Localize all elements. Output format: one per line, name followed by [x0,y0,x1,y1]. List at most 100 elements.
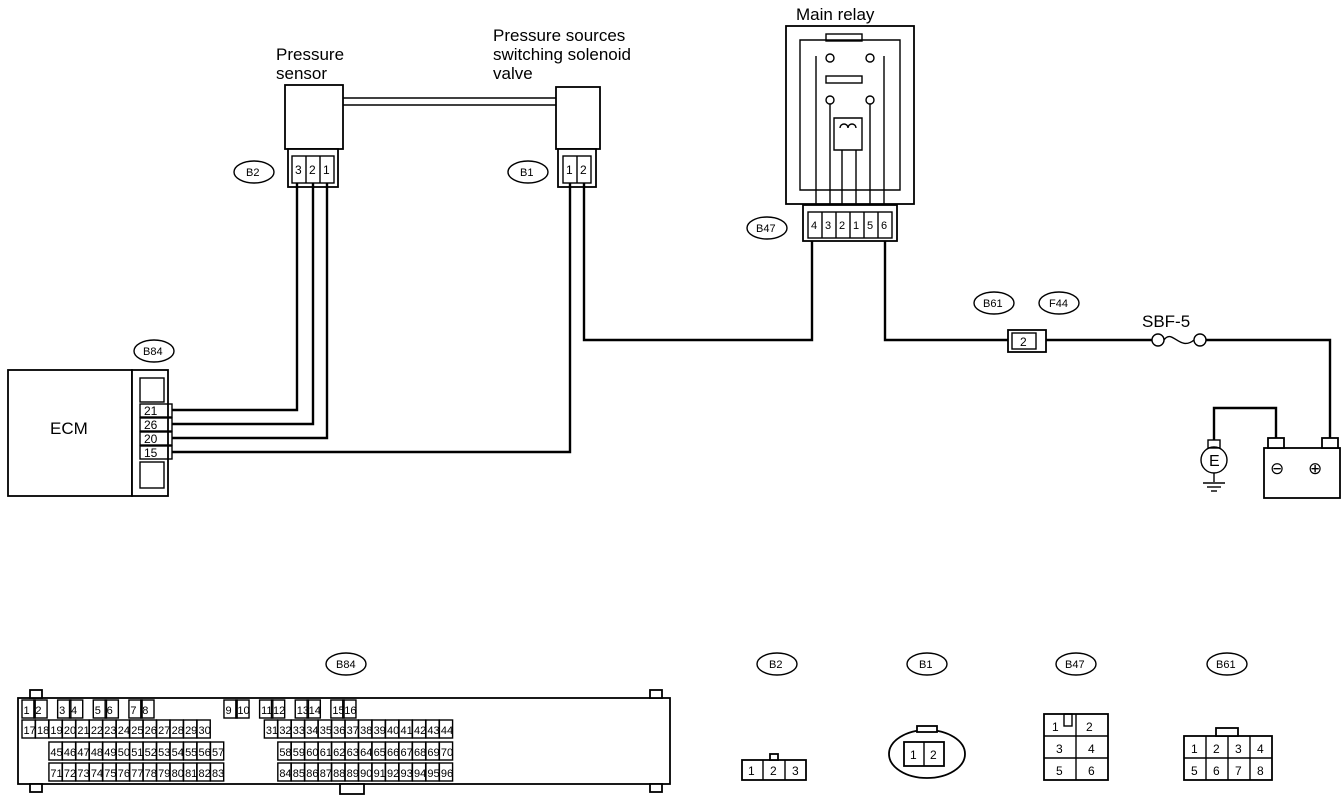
b1-face-label: B1 [919,659,932,671]
b84-pin-46: 46 [64,747,76,759]
b84-cell [438,741,454,761]
b2-pin-2: 2 [309,163,316,177]
b84-pin-41: 41 [400,725,412,737]
wiring [172,183,1332,454]
b84-pin-81: 81 [185,768,197,780]
b84-pin-25: 25 [131,725,143,737]
b84-pin-72: 72 [64,768,76,780]
b61-face-pin-7: 7 [1235,764,1242,778]
battery: ⊖ ⊕ [1212,406,1341,499]
b84-pin-21: 21 [77,725,89,737]
connector-id-b61-top: B61 [973,291,1015,315]
b84-cell [258,699,274,719]
b84-pin-90: 90 [360,768,372,780]
b1-pin-1: 1 [566,163,573,177]
b47-face-pin-6: 6 [1088,764,1095,778]
b84-pin-57: 57 [212,747,224,759]
b84-pin-15: 15 [332,705,344,717]
b84-pin-44: 44 [441,725,453,737]
b84-cell [33,699,48,719]
b47-pin-1: 1 [853,220,859,232]
b84-cell [196,719,211,739]
b84-pin-83: 83 [212,768,224,780]
b84-pin-42: 42 [414,725,426,737]
solenoid-label-line1: Pressure sources [493,26,625,45]
b2-face-pin-2: 2 [770,764,777,778]
b84-pin-64: 64 [360,747,372,759]
b84-pin-52: 52 [145,747,157,759]
b84-pin-4: 4 [71,705,77,717]
b84-pin-3: 3 [59,705,65,717]
b61-face-label: B61 [1216,659,1236,671]
b84-pin-47: 47 [77,747,89,759]
b84-cell [104,699,120,719]
b84-pin-88: 88 [333,768,345,780]
b84-pin-38: 38 [360,725,372,737]
b84-pin-8: 8 [142,705,148,717]
b84-pin-55: 55 [185,747,197,759]
b84-pin-53: 53 [158,747,170,759]
b47-face-pin-4: 4 [1088,742,1095,756]
b84-pin-87: 87 [320,768,332,780]
b84-pin-20: 20 [64,725,76,737]
b84-pin-31: 31 [266,725,278,737]
b61-connector-face: B61 1 2 3 4 5 6 7 8 [1183,652,1273,781]
b84-pin-2: 2 [35,705,41,717]
b84-pin-11: 11 [261,705,272,717]
b84-pin-6: 6 [107,705,113,717]
battery-plus-symbol: ⊕ [1308,459,1322,478]
b84-cell [330,699,345,719]
b84-pin-27: 27 [158,725,170,737]
b84-pin-86: 86 [306,768,318,780]
b84-pin-65: 65 [374,747,386,759]
b84-cell [21,699,36,719]
solenoid-label-line3: valve [493,64,533,83]
svg-text:B1: B1 [520,167,533,179]
b61-face-pin-2: 2 [1213,742,1220,756]
b84-pin-45: 45 [50,747,62,759]
b84-pin-34: 34 [306,725,318,737]
b47-face-pin-3: 3 [1056,742,1063,756]
b84-pin-22: 22 [91,725,103,737]
b84-pin-68: 68 [414,747,426,759]
b84-pin-78: 78 [145,768,157,780]
b84-pin-85: 85 [293,768,305,780]
b84-pin-58: 58 [279,747,291,759]
solenoid-valve: Pressure sources switching solenoid valv… [493,26,631,188]
ecm-unit: ECM [7,369,169,497]
b47-pin-6: 6 [881,220,887,232]
b84-cell [56,699,72,719]
b61-f44-pin-2: 2 [1020,335,1027,349]
svg-text:B2: B2 [246,167,259,179]
b84-pin-94: 94 [414,768,426,780]
b84-pin-40: 40 [387,725,399,737]
b84-pin-56: 56 [199,747,211,759]
b84-pin-75: 75 [104,768,116,780]
ground-e: E [1200,439,1228,492]
battery-minus-symbol: ⊖ [1270,459,1284,478]
b84-pin-61: 61 [320,747,332,759]
b84-pin-80: 80 [172,768,184,780]
b84-pin-71: 71 [50,768,62,780]
connector-id-b47-top: B47 [746,216,788,240]
b84-pin-16: 16 [344,705,356,717]
b84-pin-89: 89 [347,768,359,780]
main-relay: Main relay 4 3 2 1 5 6 [785,5,915,242]
ecm-pin-15: 15 [144,446,158,460]
b84-cell [438,762,454,782]
b84-pin-76: 76 [118,768,130,780]
connector-id-b1-top: B1 [507,160,549,184]
b84-pin-35: 35 [320,725,332,737]
b84-pin-77: 77 [131,768,143,780]
b84-pin-33: 33 [293,725,305,737]
pressure-sensor-label-line2: sensor [276,64,327,83]
ecm-pin-21: 21 [144,404,158,418]
b84-pin-93: 93 [400,768,412,780]
b2-pin-3: 3 [295,163,302,177]
b84-pin-54: 54 [172,747,184,759]
b2-pin-1: 1 [323,163,330,177]
b47-pin-2: 2 [839,220,845,232]
b84-pin-36: 36 [333,725,345,737]
b47-face-pin-1: 1 [1052,720,1059,734]
b84-pin-70: 70 [441,747,453,759]
